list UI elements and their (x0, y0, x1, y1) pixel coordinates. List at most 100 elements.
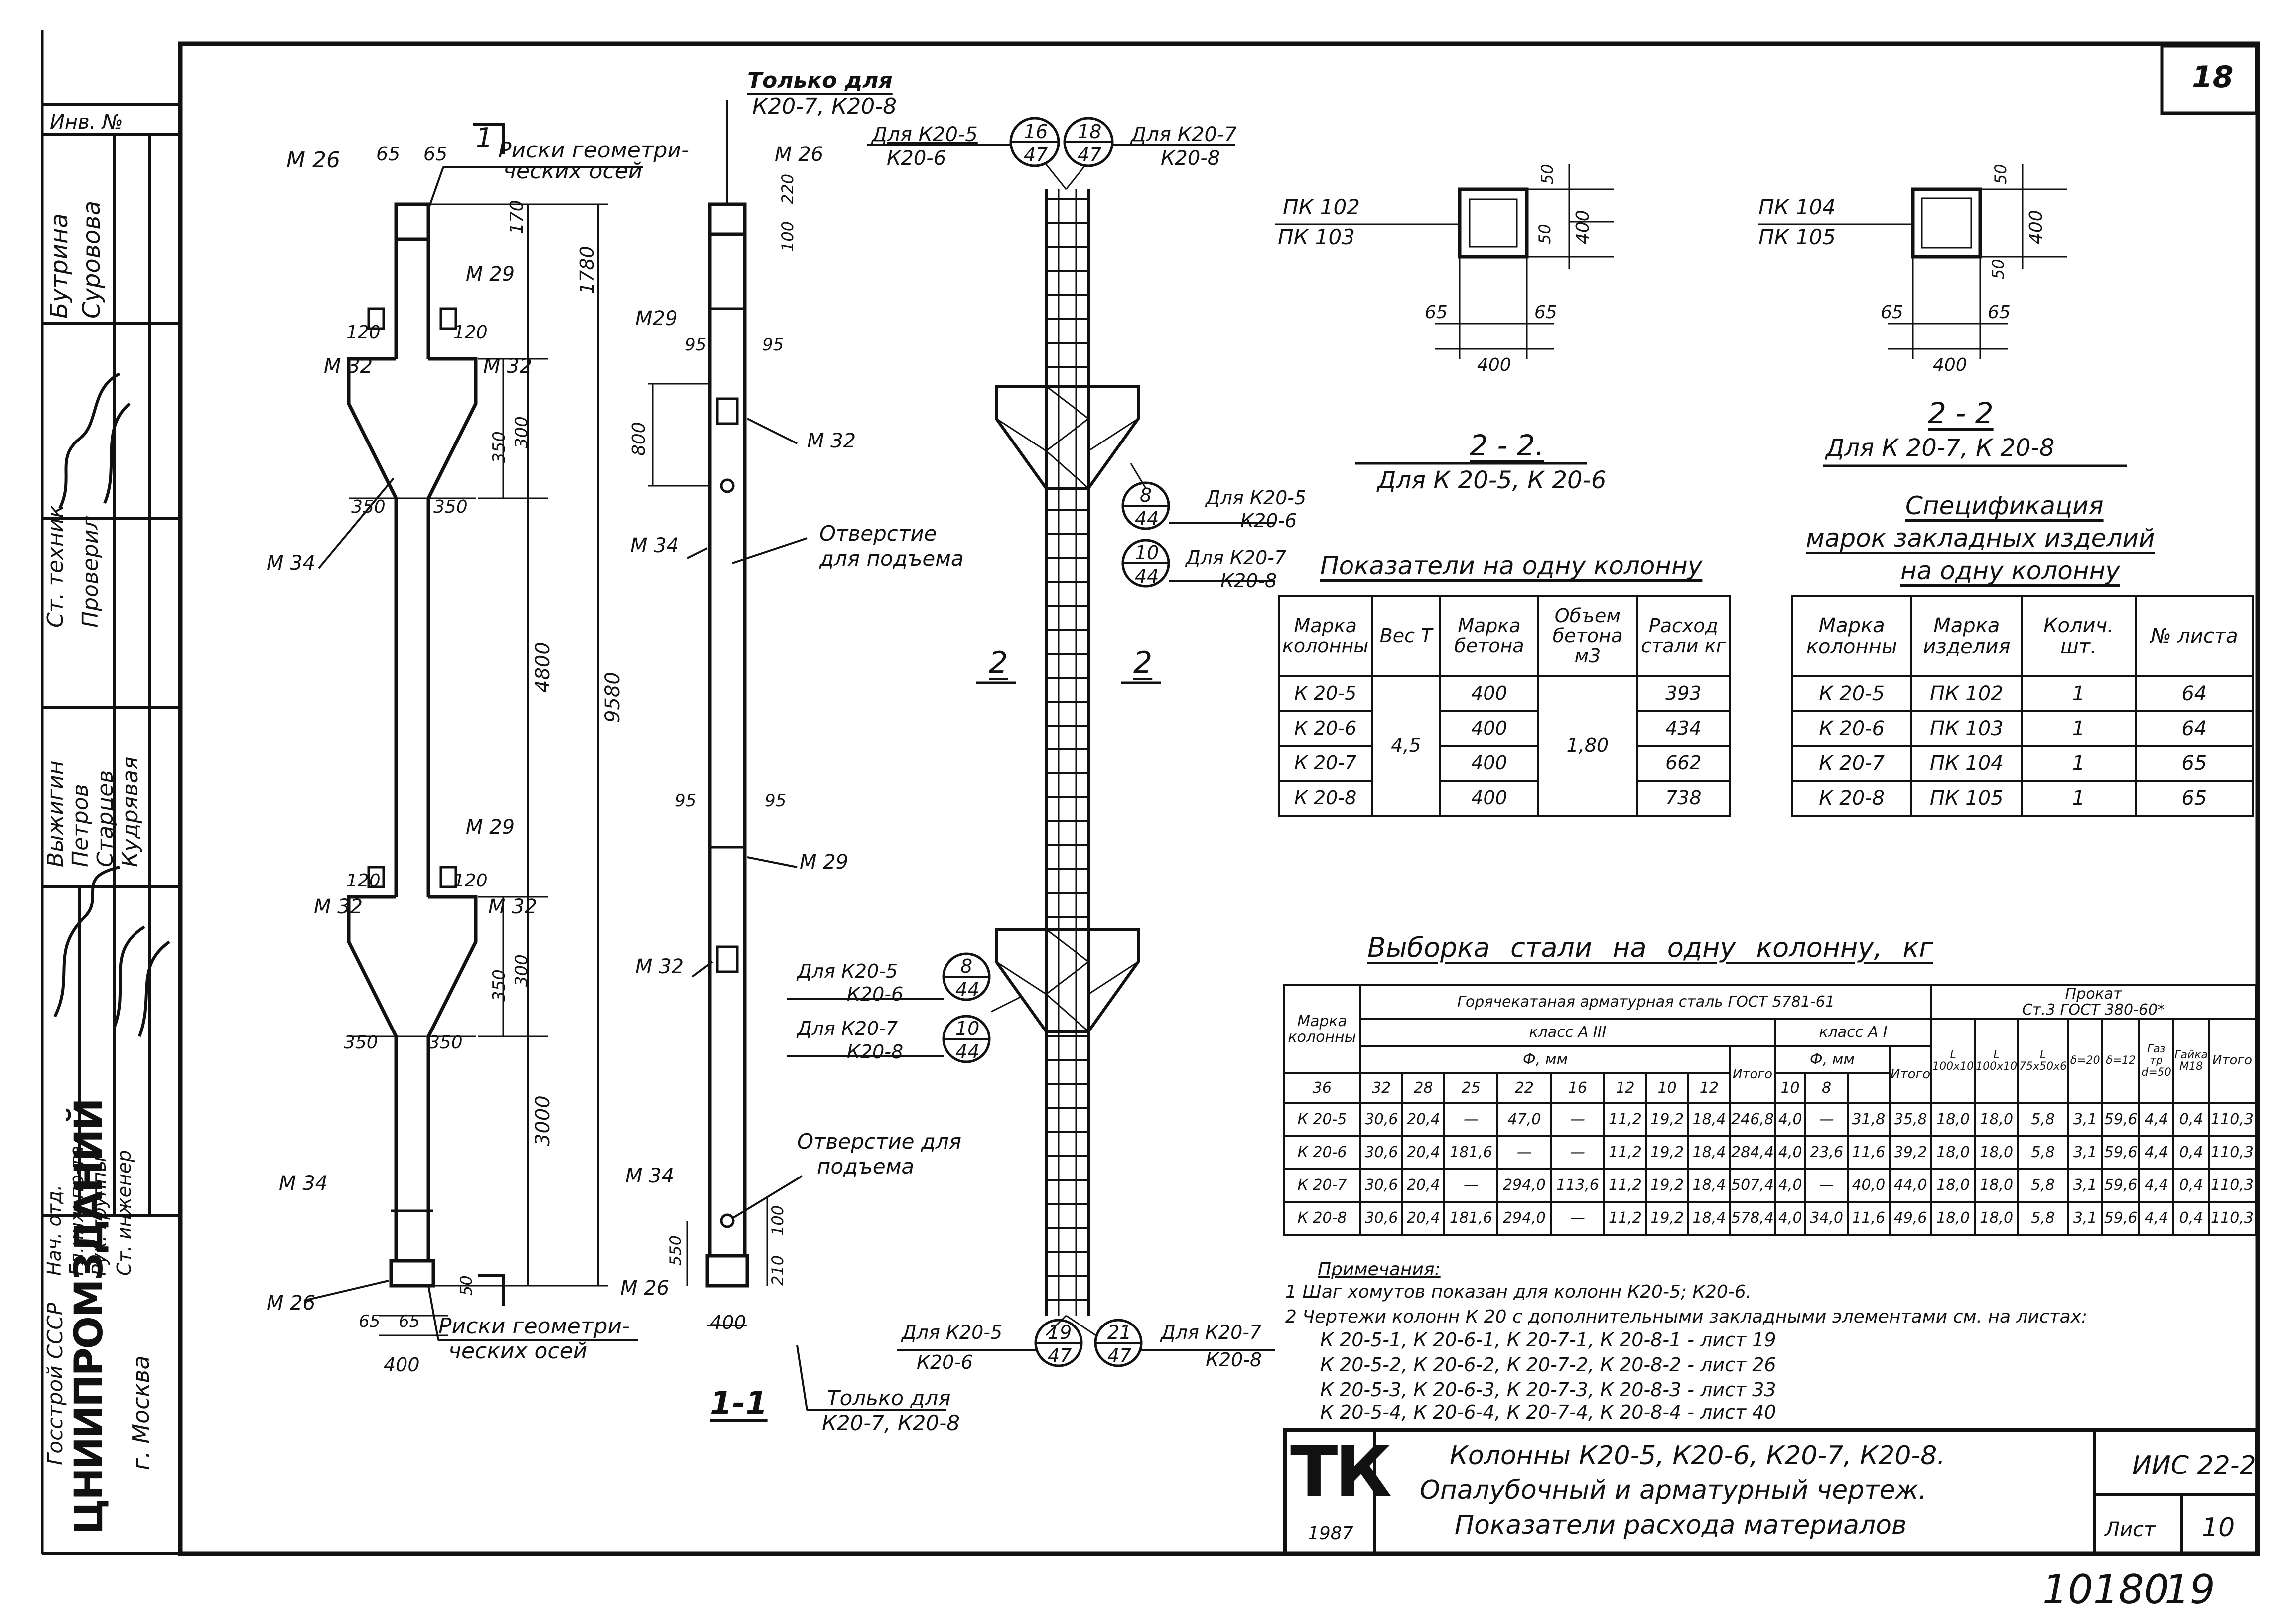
signature-marks (53, 372, 170, 1037)
ind-h-volume: Объем бетона м3 (1537, 595, 1638, 677)
dim-350-a: 350 (489, 431, 509, 463)
ind-h-weight: Вес Т (1371, 595, 1441, 677)
steel-cell-total: 39,2 (1889, 1135, 1933, 1170)
indicators-title: Показатели на одну колонну (1320, 551, 1703, 580)
dim-65-b: 65 (423, 143, 448, 165)
steel-cell-a3: 18,4 (1687, 1102, 1732, 1137)
spec-h-sheet: № листа (2134, 595, 2255, 677)
steel-h-prokat-1: Прокат (2065, 985, 2122, 1003)
steel-diam-a3: 16 (1550, 1072, 1606, 1104)
mark-m34-b-s: М 34 (625, 1165, 675, 1187)
cut-mark-2-right: 2 (1133, 645, 1153, 680)
dim-350-b: 350 (351, 497, 386, 517)
steel-h-l1: L 100х10 (1930, 1018, 1976, 1104)
steel-diam-a1: 10 (1773, 1072, 1807, 1104)
hole-label-1: Отверстие (819, 521, 937, 546)
steel-diam-a3: 10 (1645, 1072, 1689, 1104)
steel-cell-prokat: 18,0 (1930, 1201, 1976, 1236)
mark-m26-top-s: М 26 (775, 143, 824, 166)
dim-95-b: 95 (762, 335, 784, 355)
mark-m29-b-s: М 29 (800, 851, 849, 874)
spec-r1-sheet: 64 (2134, 675, 2255, 712)
hole-b-label-1: Отверстие для (797, 1129, 961, 1154)
title-year: 1987 (1308, 1523, 1353, 1544)
steel-cell-a3: 294,0 (1496, 1201, 1552, 1236)
section-2-2-b-title: 2 - 2 (1928, 396, 1994, 430)
steel-cell-a3: 20,4 (1401, 1168, 1446, 1203)
dim-50: 50 (457, 1275, 476, 1296)
circle-5-l1: Для К20-5 (797, 960, 898, 982)
dim-120-d: 120 (453, 871, 488, 891)
spec-r3-item: ПК 104 (1910, 745, 2023, 782)
steel-cell-a3: 20,4 (1401, 1102, 1446, 1137)
steel-cell-prokat: 4,4 (2138, 1135, 2175, 1170)
title-sheet-no: 10 (2202, 1513, 2235, 1543)
section-1-1-caption: 1-1 (710, 1385, 768, 1422)
spec-r3-sheet: 65 (2134, 745, 2255, 782)
steel-h-hot: Горячекатаная арматурная сталь ГОСТ 5781… (1359, 984, 1933, 1020)
ind-r4-concrete: 400 (1439, 780, 1540, 817)
dim-120-c: 120 (346, 871, 381, 891)
steel-cell-prokat: 3,1 (2067, 1102, 2104, 1137)
mark-m32-a-s: М 32 (807, 430, 856, 452)
ind-r3-mark: К 20-7 (1277, 745, 1373, 782)
note-1: 1 Шаг хомутов показан для колонн К20-5; … (1285, 1282, 1752, 1302)
ind-r1-concrete: 400 (1439, 675, 1540, 712)
steel-cell-a3: 19,2 (1645, 1102, 1689, 1137)
steel-cell-a3: — (1443, 1102, 1499, 1137)
pk102-label: ПК 102 (1283, 195, 1360, 219)
hole-b-label-2: подъема (817, 1154, 915, 1178)
steel-cell-a3: 18,4 (1687, 1201, 1732, 1236)
spec-r4-mark: К 20-8 (1790, 780, 1913, 817)
dim-65-d: 65 (399, 1312, 420, 1331)
dim-350-c: 350 (433, 497, 468, 517)
steel-cell-a3: 19,2 (1645, 1135, 1689, 1170)
circle-1-top: 16 (1024, 121, 1048, 143)
steel-cell-prokat: 0,4 (2172, 1135, 2210, 1170)
steel-cell-a1: 4,0 (1773, 1135, 1807, 1170)
note-row-2: К 20-5-2, К 20-6-2, К 20-7-2, К 20-8-2 -… (1320, 1354, 1776, 1376)
dim-50-a: 50 (1538, 164, 1557, 184)
steel-cell-a3: — (1550, 1135, 1606, 1170)
steel-h-total2: Итого (1889, 1045, 1933, 1104)
circle-4-l1: Для К20-7 (1186, 547, 1287, 569)
steel-cell-prokat: 18,0 (1930, 1168, 1976, 1203)
steel-cell-prokat: 18,0 (1930, 1102, 1976, 1137)
role-ruk-gruppy: Рук. группы (88, 1157, 110, 1276)
steel-cell-a1: 4,0 (1773, 1102, 1807, 1137)
pk103-label: ПК 103 (1278, 225, 1355, 249)
steel-cell-prokat: 59,6 (2101, 1168, 2141, 1203)
steel-diam-a3: 28 (1401, 1072, 1446, 1104)
dim-550: 550 (666, 1235, 685, 1266)
steel-cell-mark: К 20-8 (1283, 1201, 1361, 1236)
circle-8-l2: К20-8 (1206, 1349, 1262, 1371)
spec-h-mark: Марка колонны (1790, 595, 1913, 677)
steel-cell-prokat: 18,0 (1974, 1102, 2020, 1137)
dim-65-right: 65 (1534, 302, 1557, 323)
steel-cell-a3: 113,6 (1550, 1168, 1606, 1203)
spec-title-3: на одну колонну (1900, 556, 2120, 585)
dim-9580: 9580 (601, 672, 624, 723)
only-for-bot-2: К20-7, К20-8 (822, 1411, 960, 1435)
circle-4-l2: К20-8 (1220, 570, 1277, 591)
steel-h-a3: класс А III (1359, 1018, 1776, 1047)
title-line-3: Показатели расхода материалов (1455, 1510, 1907, 1540)
steel-h-d12: δ=12 (2101, 1018, 2141, 1104)
steel-cell-mark: К 20-5 (1283, 1102, 1361, 1137)
ind-h-mark: Марка колонны (1277, 595, 1373, 677)
steel-cell-prokat: 5,8 (2017, 1168, 2069, 1203)
ind-r2-steel: 434 (1635, 710, 1732, 747)
ind-r4-mark: К 20-8 (1277, 780, 1373, 817)
steel-cell-prokat: 3,1 (2067, 1168, 2104, 1203)
section-2-2-a-title: 2 - 2. (1470, 429, 1545, 462)
org-city: г. Москва (128, 1355, 154, 1470)
steel-diam-a3: 25 (1443, 1072, 1499, 1104)
steel-cell-a3: 20,4 (1401, 1135, 1446, 1170)
circle-5-l2: К20-6 (847, 983, 904, 1005)
steel-cell-a3: 11,2 (1603, 1168, 1647, 1203)
spec-r2-item: ПК 103 (1910, 710, 2023, 747)
ind-r3-steel: 662 (1635, 745, 1732, 782)
risks-top-1: Риски геометри- (498, 138, 689, 163)
